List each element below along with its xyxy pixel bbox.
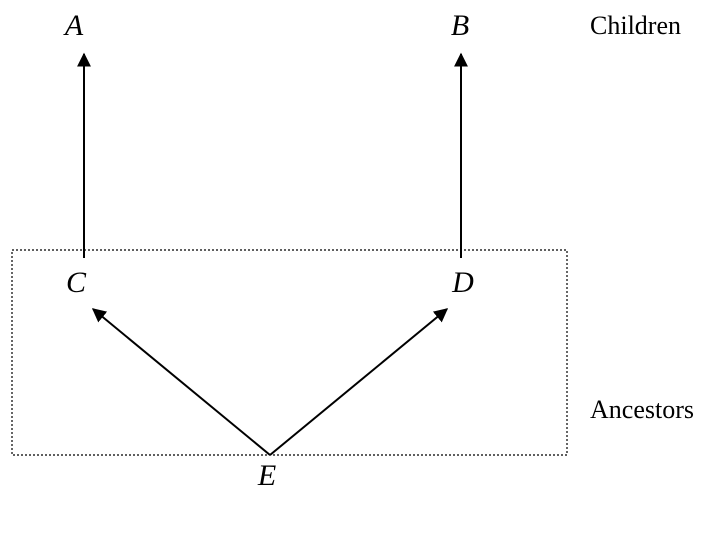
node-e-label: E: [257, 459, 276, 492]
node-a-label: A: [63, 9, 84, 42]
node-c-label: C: [66, 266, 87, 299]
children-label: Children: [590, 11, 681, 40]
edge-e-to-d: [269, 308, 449, 456]
edge-e-to-c: [91, 308, 271, 456]
ancestors-frame: [11, 249, 568, 456]
ancestors-label: Ancestors: [590, 395, 694, 424]
node-d-label: D: [451, 266, 474, 299]
node-b-label: B: [451, 9, 469, 42]
